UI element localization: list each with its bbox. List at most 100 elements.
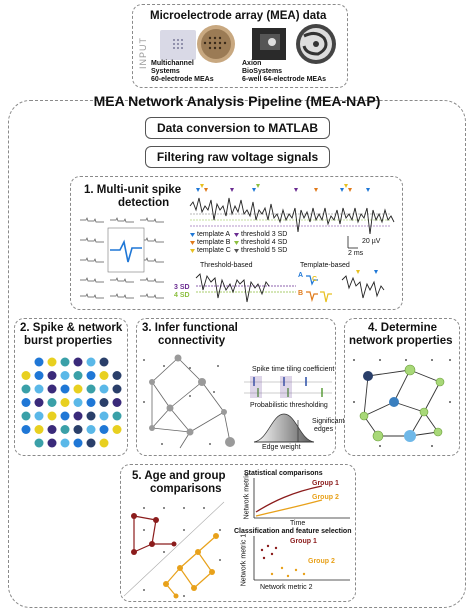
- scale-voltage: 20 µV: [362, 238, 381, 245]
- template-a-label: A: [298, 272, 304, 279]
- electrode-dot: [86, 411, 96, 421]
- class-group1-label: Group 1: [290, 538, 317, 545]
- prob-threshold-label: Probabilistic thresholding: [250, 402, 328, 409]
- electrode-traces: [80, 217, 164, 299]
- panel2-title-line2: burst properties: [24, 335, 113, 347]
- classification-label: Classification and feature selection: [234, 528, 352, 535]
- electrode-dot: [47, 384, 57, 394]
- electrode-dot: [47, 411, 57, 421]
- electrode-dot: [112, 384, 122, 394]
- electrode-dot: [34, 411, 44, 421]
- template-based-label: Template-based: [300, 262, 350, 269]
- electrode-dot: [73, 357, 83, 367]
- electrode-dot: [99, 357, 109, 367]
- electrode-dot: [34, 371, 44, 380]
- electrode-dot: [47, 425, 57, 434]
- stat-comparisons-label: Statistical comparisons: [244, 470, 323, 477]
- mcs-name-line1: Multichannel: [151, 60, 194, 67]
- electrode-dot: [73, 371, 83, 380]
- electrode-dot: [73, 384, 83, 394]
- sd3-label: 3 SD: [174, 284, 190, 291]
- input-side-label: INPUT: [138, 37, 148, 69]
- electrode-dot: [34, 384, 44, 394]
- electrode-dot: [73, 425, 83, 434]
- significant-line2: edges: [314, 426, 334, 433]
- legend-template-b: template B: [197, 239, 231, 246]
- axion-name-line2: BioSystems: [242, 68, 283, 75]
- electrode-dot: [86, 425, 96, 434]
- electrode-dot: [86, 398, 96, 407]
- electrode-dot: [73, 398, 83, 407]
- template-shapes: [306, 270, 385, 303]
- electrode-dot: [60, 398, 70, 407]
- voltage-trace: [189, 184, 395, 249]
- axion-name-line1: Axion: [242, 60, 262, 67]
- electrode-dot: [99, 425, 109, 434]
- network-metric-1-axis: Network metric 1: [240, 533, 248, 587]
- input-title: Microelectrode array (MEA) data: [150, 10, 327, 22]
- axion-desc: 6-well 64-electrode MEAs: [242, 76, 327, 83]
- sttc-label: Spike time tiling coefficient: [252, 366, 335, 373]
- significant-line1: Significant: [312, 418, 345, 425]
- electrode-dot: [60, 438, 70, 448]
- electrode-dot: [34, 357, 44, 367]
- panel2-title-line1: 2. Spike & network: [20, 322, 123, 334]
- group-networks: [123, 501, 225, 599]
- sd4-label: 4 SD: [174, 292, 190, 299]
- panel5-title-line2: comparisons: [150, 483, 222, 495]
- legend-threshold-4sd: threshold 4 SD: [241, 239, 288, 246]
- panel3-title-line1: 3. Infer functional: [142, 322, 238, 334]
- electrode-dot: [112, 398, 122, 407]
- electrode-dot: [60, 384, 70, 394]
- electrode-dot: [60, 411, 70, 421]
- legend-threshold-5sd: threshold 5 SD: [241, 247, 288, 254]
- panel4-title-line2: network properties: [349, 335, 453, 347]
- mcs-desc: 60-electrode MEAs: [151, 76, 214, 83]
- classification-scatter: [253, 536, 350, 581]
- stat-group2-label: Group 2: [312, 494, 339, 501]
- electrode-dot: [60, 371, 70, 380]
- electrode-dot: [73, 411, 83, 421]
- stat-group1-label: Group 1: [312, 480, 339, 487]
- network-metric-axis: Network metric: [243, 472, 251, 520]
- sttc-spikes: [244, 376, 332, 398]
- edge-weight-distribution: [253, 413, 315, 443]
- edge-weight-label: Edge weight: [262, 444, 301, 451]
- electrode-dot: [99, 438, 109, 448]
- panel1-title-line2: detection: [118, 197, 170, 209]
- legend-template-a: template A: [197, 231, 231, 238]
- network-metric-2-axis: Network metric 2: [260, 584, 313, 591]
- scale-time: 2 ms: [348, 250, 364, 257]
- panel3-box: [136, 318, 336, 456]
- electrode-dot: [112, 371, 122, 380]
- electrode-dot: [99, 411, 109, 421]
- electrode-dot: [34, 398, 44, 407]
- threshold-detection-trace: [195, 273, 296, 303]
- class-group2-label: Group 2: [308, 558, 335, 565]
- electrode-dot: [21, 398, 31, 407]
- panel2-box: [14, 318, 128, 456]
- electrode-dot: [86, 371, 96, 380]
- spike-rate-grid: [21, 357, 122, 448]
- electrode-dot: [99, 398, 109, 407]
- electrode-dot: [86, 384, 96, 394]
- electrode-dot: [34, 425, 44, 434]
- pipeline-title: MEA Network Analysis Pipeline (MEA-NAP): [93, 93, 381, 109]
- legend-template-c: template C: [197, 247, 231, 254]
- electrode-dot: [99, 371, 109, 380]
- time-axis: Time: [290, 520, 306, 527]
- electrode-dot: [86, 357, 96, 367]
- mcs-mea-image: [160, 25, 235, 63]
- connectivity-network: [143, 354, 235, 449]
- template-b-label: B: [298, 290, 304, 297]
- legend-markers: [190, 233, 239, 253]
- electrode-dot: [34, 438, 44, 448]
- mcs-name-line2: Systems: [151, 68, 180, 75]
- template-c-label: C: [312, 276, 318, 283]
- electrode-dot: [112, 411, 122, 421]
- electrode-dot: [21, 411, 31, 421]
- threshold-based-label: Threshold-based: [200, 262, 253, 269]
- electrode-dot: [47, 371, 57, 380]
- electrode-dot: [99, 384, 109, 394]
- axion-mea-image: [252, 24, 336, 64]
